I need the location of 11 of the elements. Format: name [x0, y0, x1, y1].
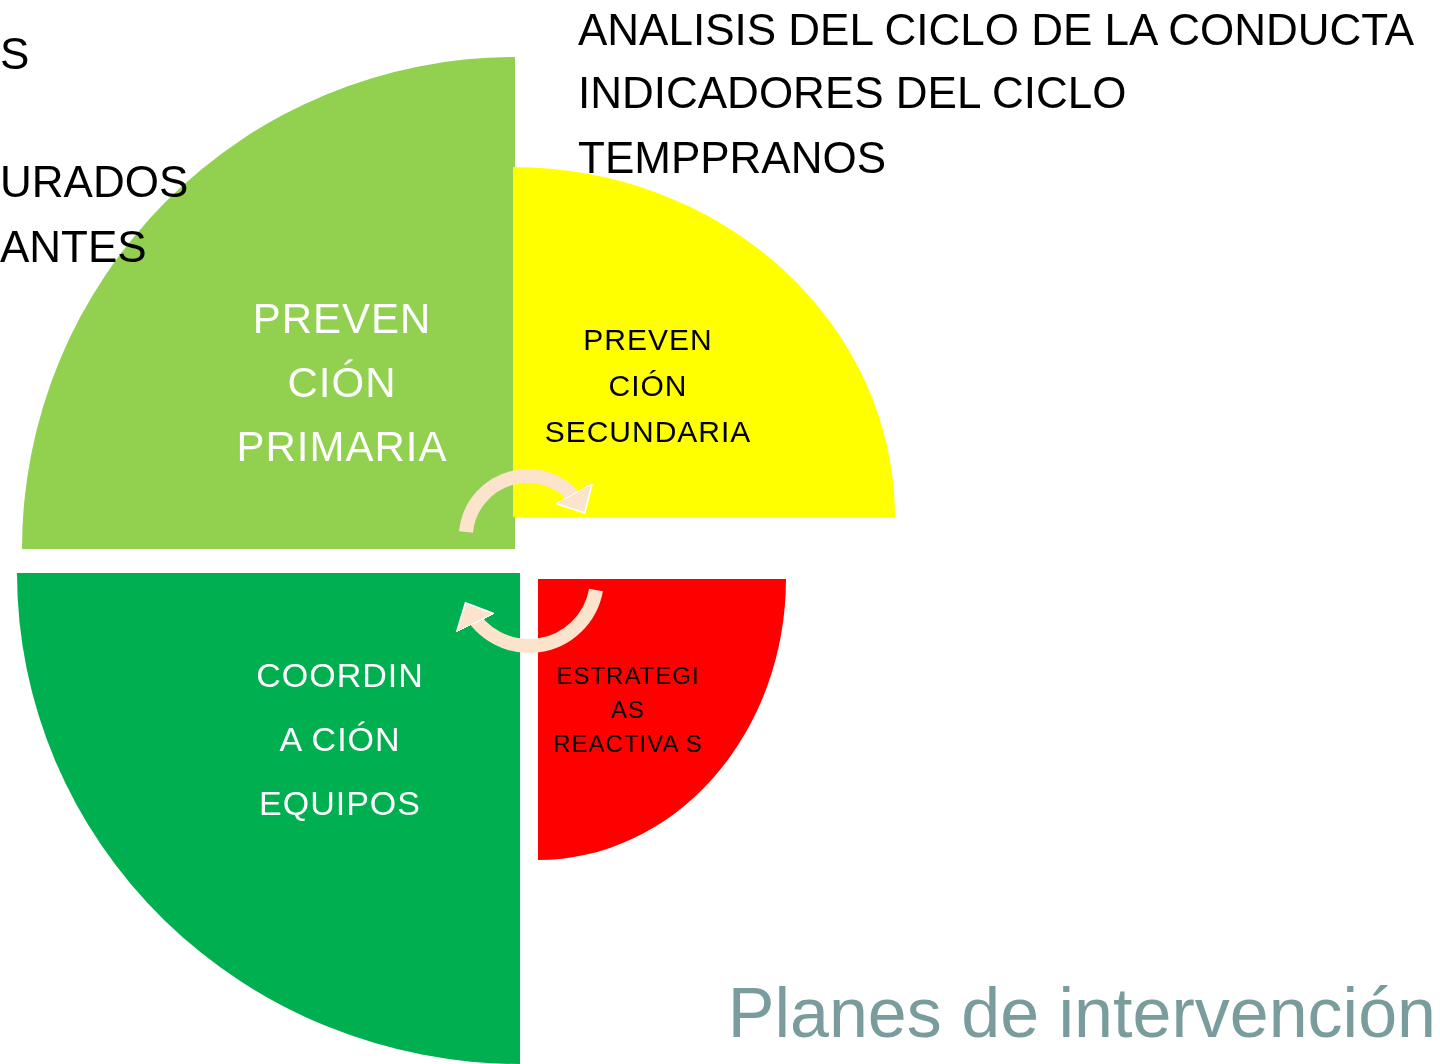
note-text: INDICADORES DEL CICLO: [578, 71, 1127, 115]
slide-title: Planes de intervención: [727, 978, 1436, 1048]
note-text: ANALISIS DEL CICLO DE LA CONDUCTA: [578, 8, 1415, 52]
note-text: URADOS: [0, 160, 189, 204]
segment-label: PREVEN CIÓN PRIMARIA: [235, 294, 449, 472]
segment-label: COORDIN A CIÓN EQUIPOS: [255, 655, 425, 824]
segment-label: ESTRATEGI AS REACTIVA S: [552, 661, 704, 759]
quadrant-segment: [17, 573, 520, 1064]
note-text: TEMPPRANOS: [578, 136, 887, 180]
segment-label: PREVEN CIÓN SECUNDARIA: [543, 322, 753, 450]
note-text: S: [0, 32, 30, 76]
